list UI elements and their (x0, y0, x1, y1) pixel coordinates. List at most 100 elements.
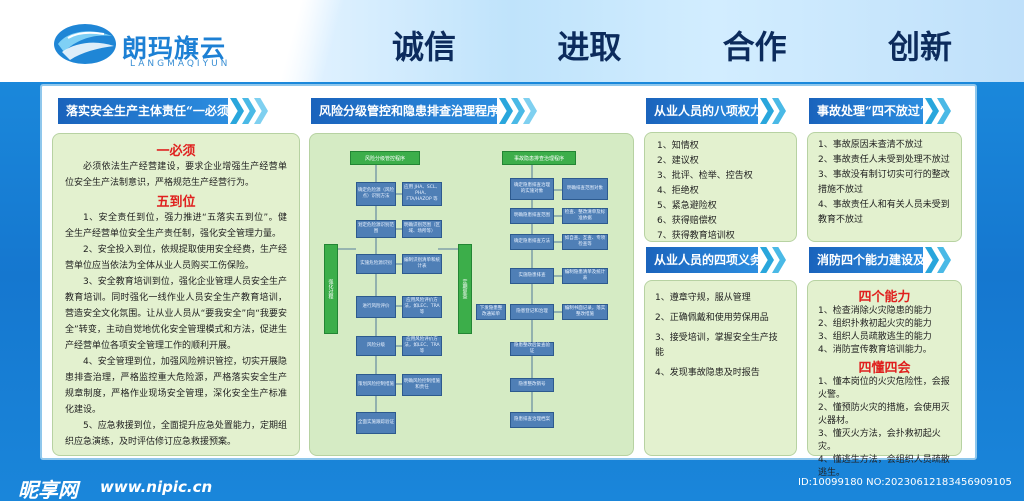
fire-know-item: 2、懂预防火灾的措施，会使用灭火器材。 (818, 403, 950, 426)
flow-note: 编制书面记录，落实整改措施 (562, 304, 608, 320)
fire-know-item: 1、懂本岗位的火灾危险性，会报火警。 (818, 377, 950, 400)
rights-item: 2、建议权 (657, 156, 699, 166)
section-title-left: 落实安全生产主体责任“一必须五到位” (58, 98, 272, 124)
brand-subtitle: LANGMAQIYUN (130, 59, 231, 69)
heading-four-abilities: 四个能力 (858, 290, 911, 305)
flow-step: 进行风险评价 (356, 296, 396, 318)
flow-note: 应用 JHA、SCL、PHA、FTA/HAZOP 等 (402, 182, 442, 206)
heading-four-knows: 四懂四会 (858, 361, 911, 376)
duties-panel: 1、遵章守规，服从管理 2、正确佩戴和使用劳保用品 3、接受培训，掌握安全生产技… (644, 280, 797, 456)
flow-step: 隐患整改后复查验证 (510, 342, 554, 356)
flow-step: 明确隐患排查范围 (510, 208, 554, 224)
section-title-text: 消防四个能力建设及四懂四会 (809, 247, 973, 273)
flow-head-right: 事故隐患排查治理程序 (502, 151, 576, 165)
section-title-duties: 从业人员的四项义务 (646, 247, 794, 273)
rights-item: 3、批评、检举、控告权 (657, 171, 753, 181)
flow-step: 划定危险源识别范围 (356, 220, 396, 238)
section-title-text: 风险分级管控和隐患排查治理程序 (311, 98, 499, 124)
motto: 诚信 进取 合作 创新 (392, 22, 952, 66)
five-item: 4、安全管理到位，加强风险辨识管控，切实开展隐患排查治理，严格监控重大危险源，严… (65, 357, 287, 415)
five-item: 2、安全投入到位，依规提取使用安全经费，生产经营单位应当依法为全体从业人员购买工… (65, 245, 287, 271)
fourno-item: 2、事故责任人未受到处理不放过 (818, 155, 950, 165)
fire-panel: 四个能力 1、检查消除火灾隐患的能力 2、组织扑救初起火灾的能力 3、组织人员疏… (807, 280, 962, 478)
motto-word: 诚信 (392, 28, 457, 66)
motto-word: 合作 (722, 28, 787, 66)
section-title-rights: 从业人员的八项权力 (646, 98, 794, 124)
duties-item: 4、发现事故隐患及时报告 (655, 368, 760, 378)
flow-step: 确定隐患排查方法 (510, 234, 554, 250)
rights-item: 6、获得赔偿权 (657, 216, 717, 226)
flow-side-right: 定期复查 (458, 244, 472, 334)
duties-item: 2、正确佩戴和使用劳保用品 (655, 313, 769, 323)
fourno-item: 1、事故原因未查清不放过 (818, 140, 923, 150)
fourno-item: 4、事故责任人和有关人员未受到教育不放过 (818, 200, 950, 225)
chevron-icon (499, 98, 513, 124)
fire-know-item: 4、懂逃生方法，会组织人员疏散逃生。 (818, 455, 950, 478)
five-item: 5、应急救援到位，全面提升应急处置能力，定期组织应急演练，及时评估修订应急救援预… (65, 421, 287, 447)
rights-item: 5、紧急避险权 (657, 201, 717, 211)
five-item: 1、安全责任到位，强力推进“五落实五到位”。健全生产经营单位安全生产责任制，强化… (65, 213, 287, 239)
flow-step: 实施危险源识别 (356, 254, 396, 274)
flow-step: 下发隐患整改通知单 (476, 304, 506, 320)
rights-item: 4、拒绝权 (657, 186, 699, 196)
flow-step: 隐患排查治理档案 (510, 412, 554, 428)
rights-item: 7、获得教育培训权 (657, 231, 735, 241)
fire-ability-item: 3、组织人员疏散逃生的能力 (818, 332, 932, 342)
fire-ability-item: 4、消防宣传教育培训能力。 (818, 345, 932, 355)
flow-step: 实施隐患排查 (510, 268, 554, 284)
flow-connectors (338, 165, 562, 412)
rights-item: 1、知情权 (657, 141, 699, 151)
section-title-fire: 消防四个能力建设及四懂四会 (809, 247, 973, 273)
heading-five: 五到位 (156, 195, 196, 210)
flow-note: 编制识别清单和统计表 (402, 254, 442, 274)
flowchart-panel: 风险分级管控程序 事故隐患排查治理程序 强化过程 定期复查 确定危险源（风险点）… (309, 133, 634, 456)
section-title-middle: 风险分级管控和隐患排查治理程序 (311, 98, 539, 124)
flow-note: 如自查、互查、专项检查等 (562, 234, 608, 250)
logo-icon (54, 24, 116, 64)
flow-note: 应用风险评价方法，如LEC、TRA等 (402, 336, 442, 356)
header-banner (0, 0, 1024, 82)
flow-head-left: 风险分级管控程序 (350, 151, 420, 165)
flow-note: 明确识别范围（区域、场所等） (402, 220, 442, 238)
section-title-text: 从业人员的八项权力 (646, 98, 762, 124)
flow-note: 检查、整改清单及标准依据 (562, 208, 608, 224)
section-title-text: 从业人员的四项义务 (646, 247, 762, 273)
flow-step: 风险分级 (356, 336, 396, 356)
duties-item: 3、接受培训，掌握安全生产技能 (655, 333, 778, 358)
rights-panel: 1、知情权 2、建议权 3、批评、检举、控告权 4、拒绝权 5、紧急避险权 6、… (644, 132, 797, 242)
header-curve (245, 0, 365, 82)
chevron-icon (760, 247, 774, 273)
flow-note: 编制隐患清单及统计表 (562, 268, 608, 284)
flow-side-left: 强化过程 (324, 244, 338, 334)
motto-word: 进取 (557, 28, 622, 66)
flow-step: 隐患登记和治理 (510, 304, 554, 320)
watermark-brand: 昵享网 (18, 478, 78, 501)
section-title-text: 落实安全生产主体责任“一必须五到位” (58, 98, 272, 124)
flow-note: 应用风险评价方法，如LEC、TRA等 (402, 296, 442, 318)
flow-note: 明确排查范围对象 (562, 178, 608, 200)
flow-step: 策划风险控制措施 (356, 374, 396, 396)
duties-item: 1、遵章守规，服从管理 (655, 293, 751, 303)
flow-step: 全面实施跟踪验证 (356, 412, 396, 434)
motto-word: 创新 (887, 28, 952, 66)
section-title-text: 事故处理“四不放过”原则 (809, 98, 951, 124)
heading-must: 一必须 (156, 144, 196, 159)
chevron-icon (760, 98, 774, 124)
watermark-id: ID:10099180 NO:20230612183456909105 (798, 477, 1012, 488)
flow-step: 隐患整改销号 (510, 378, 554, 392)
fire-ability-item: 2、组织扑救初起火灾的能力 (818, 319, 932, 329)
flow-step: 确定隐患排查治理的实施对象 (510, 178, 554, 200)
fourno-item: 3、事故没有制订切实可行的整改措施不放过 (818, 170, 950, 195)
fourno-panel: 1、事故原因未查清不放过 2、事故责任人未受到处理不放过 3、事故没有制订切实可… (807, 132, 962, 242)
section-title-fourno: 事故处理“四不放过”原则 (809, 98, 961, 124)
chevron-icon (511, 98, 525, 124)
fire-ability-item: 1、检查消除火灾隐患的能力 (818, 306, 932, 316)
paragraph-must: 必须依法生产经营建设，要求企业增强生产经营单位安全生产法制意识，严格规范生产经营… (65, 162, 287, 188)
brand-name: 朗玛旗云 (122, 34, 227, 63)
chevron-icon (772, 98, 786, 124)
fire-know-item: 3、懂灭火方法，会扑救初起火灾。 (818, 429, 941, 452)
flow-note: 明确风险控制措施和责任 (402, 374, 442, 396)
five-item: 3、安全教育培训到位，强化企业管理人员安全生产教育培训。同时强化一线作业人员安全… (65, 277, 287, 351)
chevron-icon (772, 247, 786, 273)
watermark-url: www.nipic.cn (100, 478, 213, 496)
